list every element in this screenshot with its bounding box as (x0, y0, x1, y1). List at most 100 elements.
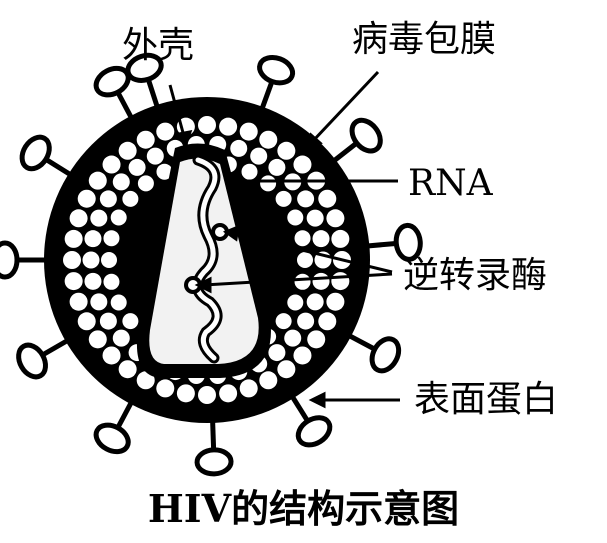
matrix-ball (259, 371, 278, 390)
matrix-ball (198, 386, 216, 404)
spike-head (19, 134, 52, 172)
matrix-ball (312, 230, 330, 248)
diagram-caption: HIV的结构示意图 (147, 486, 460, 531)
matrix-ball (277, 141, 296, 160)
matrix-ball (307, 330, 326, 349)
capsid-label: 外壳 (122, 25, 195, 66)
matrix-ball (284, 329, 302, 347)
spike-head (257, 54, 296, 86)
matrix-ball (241, 163, 258, 180)
surface-protein-spikes (0, 52, 423, 477)
spike-head (93, 65, 131, 98)
matrix-ball (110, 209, 127, 226)
matrix-ball (306, 293, 324, 311)
matrix-ball (331, 229, 350, 248)
capsid-leader (168, 84, 187, 141)
envelope-label: 病毒包膜 (352, 19, 497, 60)
matrix-ball (239, 122, 258, 141)
matrix-ball (136, 371, 155, 390)
spike-head (295, 415, 333, 448)
matrix-ball (156, 122, 175, 141)
spike-head (194, 447, 234, 477)
matrix-ball (297, 252, 313, 268)
matrix-ball (103, 230, 120, 247)
matrix-ball (103, 273, 120, 290)
rna-label: RNA (408, 163, 493, 204)
matrix-ball (69, 292, 88, 311)
matrix-ball (64, 272, 83, 291)
matrix-ball (318, 312, 337, 331)
matrix-ball (88, 171, 107, 190)
matrix-ball (112, 329, 130, 347)
matrix-ball (331, 272, 350, 291)
matrix-ball (69, 209, 88, 228)
reverse-transcriptase-label: 逆转录酶 (403, 255, 548, 296)
enzyme-leader-upper (231, 231, 393, 274)
matrix-ball (219, 117, 238, 136)
enzyme-leader-lower (203, 272, 393, 287)
matrix-ball (294, 230, 311, 247)
matrix-ball (275, 190, 292, 207)
matrix-ball (118, 141, 137, 160)
matrix-ball (260, 175, 277, 192)
spike-stalk (364, 241, 395, 249)
matrix-ball (63, 251, 81, 269)
matrix-ball (102, 346, 121, 365)
matrix-ball (88, 330, 107, 349)
matrix-ball (326, 209, 345, 228)
matrix-ball (102, 155, 121, 174)
matrix-ball (136, 130, 155, 149)
matrix-ball (64, 229, 83, 248)
matrix-ball (90, 293, 108, 311)
matrix-ball (128, 158, 146, 176)
matrix-ball (230, 139, 248, 157)
matrix-ball (137, 175, 154, 192)
matrix-ball (219, 384, 238, 403)
matrix-ball (287, 209, 304, 226)
matrix-ball (318, 189, 337, 208)
matrix-ball (250, 147, 268, 165)
matrix-ball (110, 294, 127, 311)
matrix-ball (287, 294, 304, 311)
matrix-protein-layer (63, 116, 351, 404)
matrix-ball (122, 313, 139, 330)
leader-lines (168, 70, 400, 409)
spike-head (16, 342, 48, 380)
spike-head (393, 222, 423, 262)
spike-stalk (46, 158, 75, 179)
matrix-ball (306, 209, 324, 227)
matrix-ball (122, 190, 139, 207)
envelope-leader (310, 70, 380, 144)
matrix-ball (277, 360, 296, 379)
matrix-ball (176, 384, 195, 403)
matrix-ball (99, 190, 117, 208)
matrix-ball (112, 173, 130, 191)
matrix-ball (99, 312, 117, 330)
matrix-ball (239, 379, 258, 398)
matrix-ball (90, 209, 108, 227)
matrix-ball (297, 190, 315, 208)
matrix-ball (118, 360, 137, 379)
capsid-core (149, 158, 259, 364)
matrix-ball (312, 272, 330, 290)
matrix-ball (156, 163, 173, 180)
spike-head (0, 240, 20, 280)
matrix-ball (293, 346, 312, 365)
surface-protein-label: 表面蛋白 (414, 379, 559, 420)
matrix-ball (84, 230, 102, 248)
matrix-ball (259, 130, 278, 149)
matrix-ball (82, 251, 100, 269)
matrix-ball (294, 273, 311, 290)
spike-head (369, 336, 402, 374)
matrix-ball (156, 379, 175, 398)
matrix-ball (146, 147, 164, 165)
spike-head (349, 117, 383, 154)
matrix-ball (275, 313, 292, 330)
matrix-ball (293, 155, 312, 174)
matrix-ball (297, 312, 315, 330)
matrix-ball (198, 116, 216, 134)
matrix-ball (268, 344, 286, 362)
matrix-ball (101, 252, 117, 268)
matrix-ball (268, 158, 286, 176)
